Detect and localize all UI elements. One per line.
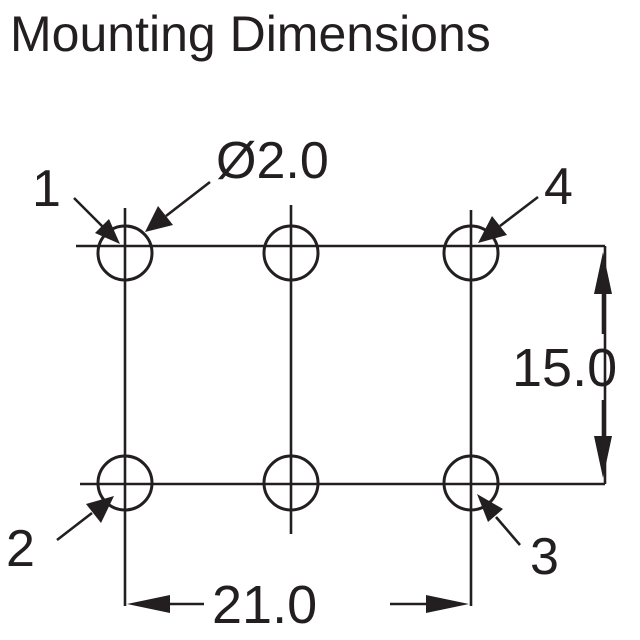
page-title: Mounting Dimensions — [10, 6, 491, 62]
mounting-hole-bottom-middle — [262, 454, 320, 512]
diameter-leader — [145, 180, 211, 232]
vertical-dimension — [594, 252, 612, 478]
pin3-leader — [477, 494, 521, 546]
pin4-label: 4 — [544, 158, 573, 216]
horizontal-dimension-label: 21.0 — [212, 575, 317, 635]
mounting-hole-pin2 — [96, 454, 154, 512]
pin1-leader — [73, 197, 120, 244]
pin2-leader — [56, 496, 114, 542]
mounting-hole-top-middle — [262, 224, 320, 282]
pin1-label: 1 — [32, 160, 61, 218]
vertical-dimension-label: 15.0 — [512, 338, 617, 398]
pin3-label: 3 — [530, 528, 559, 586]
pin2-label: 2 — [6, 520, 35, 578]
horizontal-dimension — [127, 595, 469, 613]
mounting-hole-pin4 — [442, 224, 500, 282]
pin4-leader — [478, 195, 539, 243]
mounting-hole-pin1 — [96, 224, 154, 282]
hole-diameter-label: Ø2.0 — [216, 132, 329, 190]
mounting-hole-pin3 — [442, 454, 500, 512]
